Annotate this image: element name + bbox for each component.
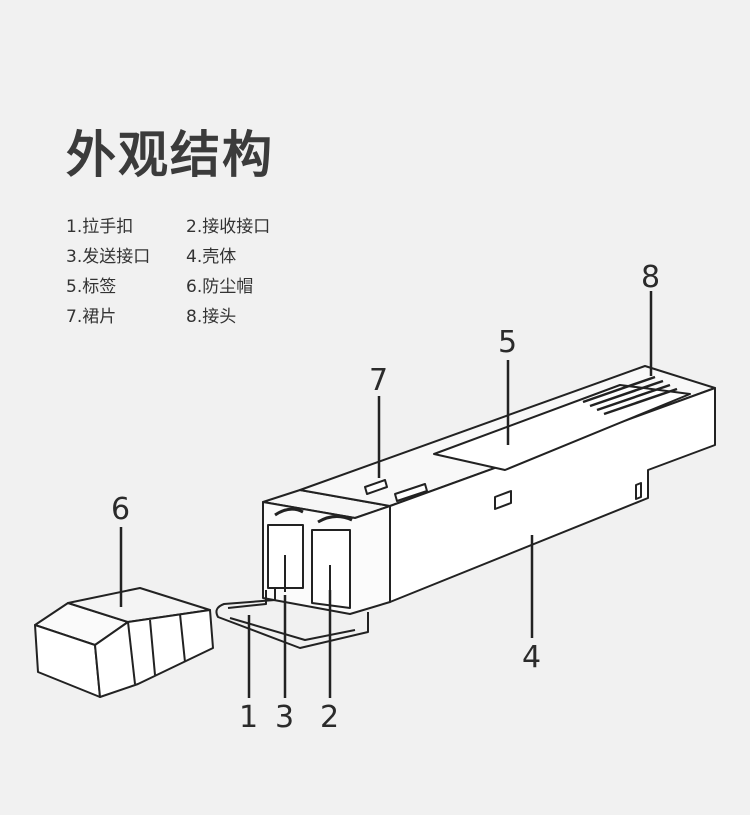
leader-lines (119, 291, 653, 698)
callout-1: 1 (239, 700, 258, 735)
callout-6: 6 (111, 492, 130, 527)
legend-item-receive-port: 2.接收接口 (186, 217, 271, 237)
skirt-slot (364, 479, 388, 495)
legend-item-transmit-port: 3.发送接口 (66, 247, 151, 267)
callout-2: 2 (320, 700, 339, 735)
pull-tab-bail (215, 588, 369, 649)
legend-item-housing: 4.壳体 (186, 247, 237, 267)
callout-3: 3 (275, 700, 294, 735)
legend-item-dust-cap: 6.防尘帽 (186, 277, 254, 297)
legend-item-connector: 8.接头 (186, 307, 237, 327)
legend-item-label: 5.标签 (66, 277, 117, 297)
legend-item-skirt: 7.裙片 (66, 307, 117, 327)
dust-cap (34, 587, 214, 698)
skirt-slot-2 (394, 483, 428, 502)
optical-ports (267, 507, 353, 609)
callout-4: 4 (522, 640, 541, 675)
parts-legend: 1.拉手扣 2.接收接口 3.发送接口 4.壳体 5.标签 6.防尘帽 7.裙片… (66, 216, 346, 329)
callout-5: 5 (498, 325, 517, 360)
callout-7: 7 (369, 363, 388, 398)
page-title: 外观结构 (66, 126, 274, 184)
callout-8: 8 (641, 260, 660, 295)
connector-ridges (582, 375, 678, 416)
legend-item-pull-tab: 1.拉手扣 (66, 217, 134, 237)
